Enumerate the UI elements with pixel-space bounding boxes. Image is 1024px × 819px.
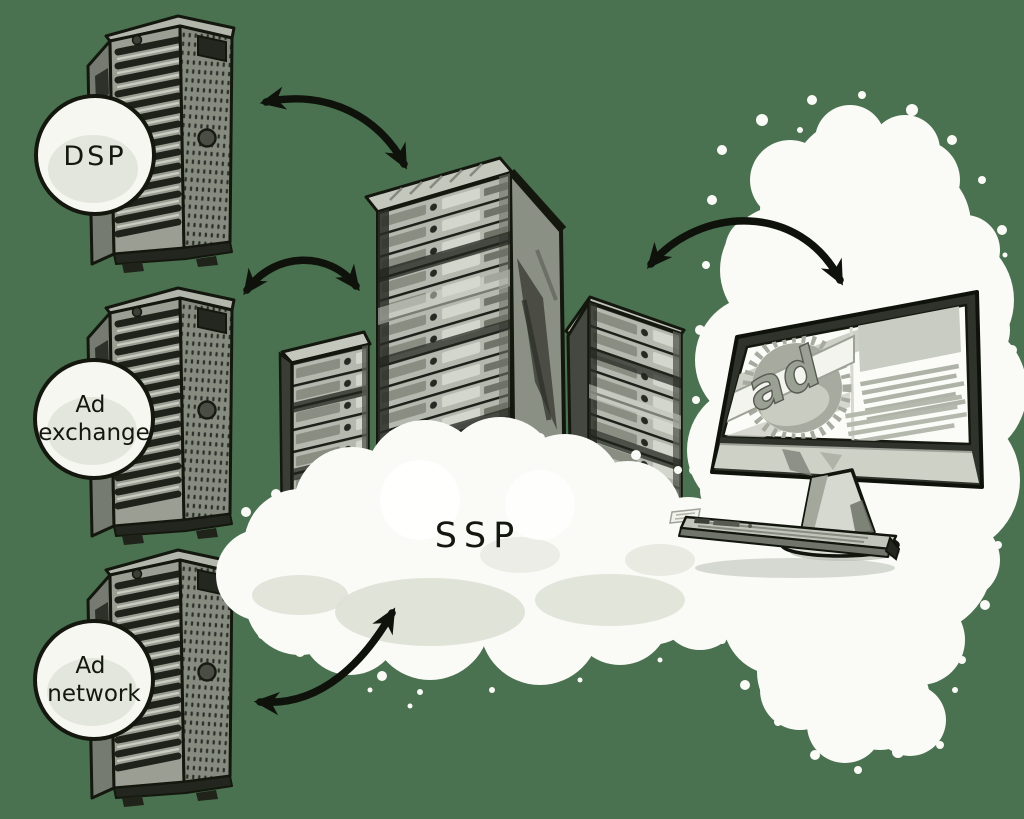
chin-top-line [719,443,973,453]
badge-shading [47,658,137,726]
node-badge-dsp: DSP [34,94,156,216]
keyboard [669,508,901,561]
arrow-dsp-ssp [259,86,408,170]
keyboard-shadow [695,558,895,578]
node-badge-ad-network: Ad network [33,619,155,741]
arrow-ssp-publisher [646,217,844,286]
stand-shading [850,500,874,536]
chin-smudge [782,449,812,476]
server-node-ad-network: Ad network [33,550,234,807]
ssp-platform: SSP [216,156,764,709]
node-badge-ad-exchange: Ad exchange [33,358,155,480]
article-text-lines [845,394,968,444]
ad-network-label: Ad network [47,653,141,707]
chin-smudge [820,452,842,470]
ad-exchange-label: Ad exchange [38,392,150,446]
ssp-cloud [216,417,764,709]
article-image-placeholder [858,306,961,372]
arrow-adexchange-ssp [243,256,360,296]
badge-shading [48,135,138,203]
monitor-chin [714,444,979,483]
stand-shading [800,475,828,540]
publisher-node: ad [669,91,1024,774]
server-node-ad-exchange: Ad exchange [33,288,234,545]
arrow-adnetwork-ssp [253,607,396,716]
server-node-dsp: DSP [34,16,234,273]
badge-shading [47,397,137,465]
key-dot [748,524,752,528]
ssp-label: SSP [435,516,522,556]
keyboard-endcap [884,535,901,561]
key-block [694,518,710,524]
keyboard-front [678,527,891,558]
connection-arrows [243,86,844,716]
dsp-label: DSP [63,141,126,172]
key-block [713,520,740,527]
